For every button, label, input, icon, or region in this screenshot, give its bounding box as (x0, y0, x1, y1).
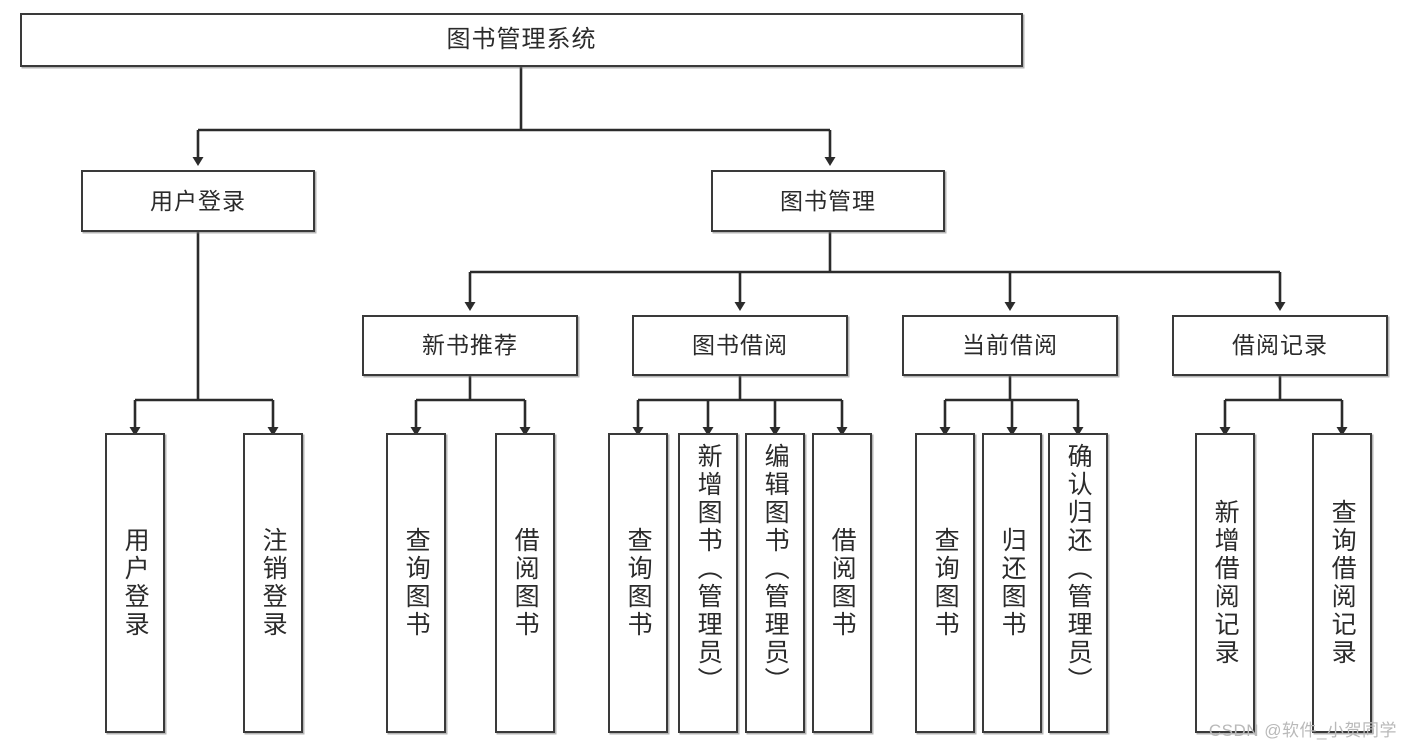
node-label: 新书推荐 (422, 332, 518, 358)
node-label: 新增借阅记录 (1211, 499, 1240, 667)
node-leaf-user-login[interactable]: 用户登录 (105, 433, 165, 733)
node-leaf-query-book-borrow[interactable]: 查询图书 (608, 433, 668, 733)
node-leaf-confirm-return-admin[interactable]: 确认归还（管理员） (1048, 433, 1108, 733)
node-label: 当前借阅 (962, 332, 1058, 358)
node-label: 查询图书 (624, 527, 653, 639)
node-label: 编辑图书（管理员） (761, 443, 790, 695)
node-label: 新增图书（管理员） (694, 443, 723, 695)
node-label: 图书管理系统 (446, 26, 597, 53)
node-leaf-edit-book-admin[interactable]: 编辑图书（管理员） (745, 433, 805, 733)
node-label: 图书借阅 (692, 332, 788, 358)
watermark-text: CSDN @软件_小贺同学 (1208, 721, 1397, 740)
node-label: 注销登录 (259, 527, 288, 639)
node-label: 用户登录 (121, 527, 150, 639)
node-label: 查询图书 (931, 527, 960, 639)
node-current-borrowing[interactable]: 当前借阅 (902, 315, 1118, 376)
node-label: 借阅图书 (511, 527, 540, 639)
node-book-borrowing[interactable]: 图书借阅 (632, 315, 848, 376)
node-label: 查询图书 (402, 527, 431, 639)
node-leaf-add-borrow-record[interactable]: 新增借阅记录 (1195, 433, 1255, 733)
node-leaf-query-borrow-record[interactable]: 查询借阅记录 (1312, 433, 1372, 733)
node-leaf-borrow-book-new[interactable]: 借阅图书 (495, 433, 555, 733)
node-label: 归还图书 (998, 527, 1027, 639)
node-label: 用户登录 (150, 187, 246, 214)
node-leaf-borrow-book[interactable]: 借阅图书 (812, 433, 872, 733)
node-leaf-query-book-new[interactable]: 查询图书 (386, 433, 446, 733)
node-book-management[interactable]: 图书管理 (711, 170, 945, 232)
node-label: 查询借阅记录 (1328, 499, 1357, 667)
node-borrowing-record[interactable]: 借阅记录 (1172, 315, 1388, 376)
node-leaf-return-book[interactable]: 归还图书 (982, 433, 1042, 733)
node-new-book-recommendation[interactable]: 新书推荐 (362, 315, 578, 376)
node-leaf-add-book-admin[interactable]: 新增图书（管理员） (678, 433, 738, 733)
node-leaf-query-book-current[interactable]: 查询图书 (915, 433, 975, 733)
node-user-login[interactable]: 用户登录 (81, 170, 315, 232)
node-label: 借阅记录 (1232, 332, 1328, 358)
node-label: 图书管理 (780, 187, 876, 214)
node-leaf-logout[interactable]: 注销登录 (243, 433, 303, 733)
node-root-system[interactable]: 图书管理系统 (20, 13, 1023, 67)
node-label: 借阅图书 (828, 527, 857, 639)
node-label: 确认归还（管理员） (1064, 443, 1093, 695)
